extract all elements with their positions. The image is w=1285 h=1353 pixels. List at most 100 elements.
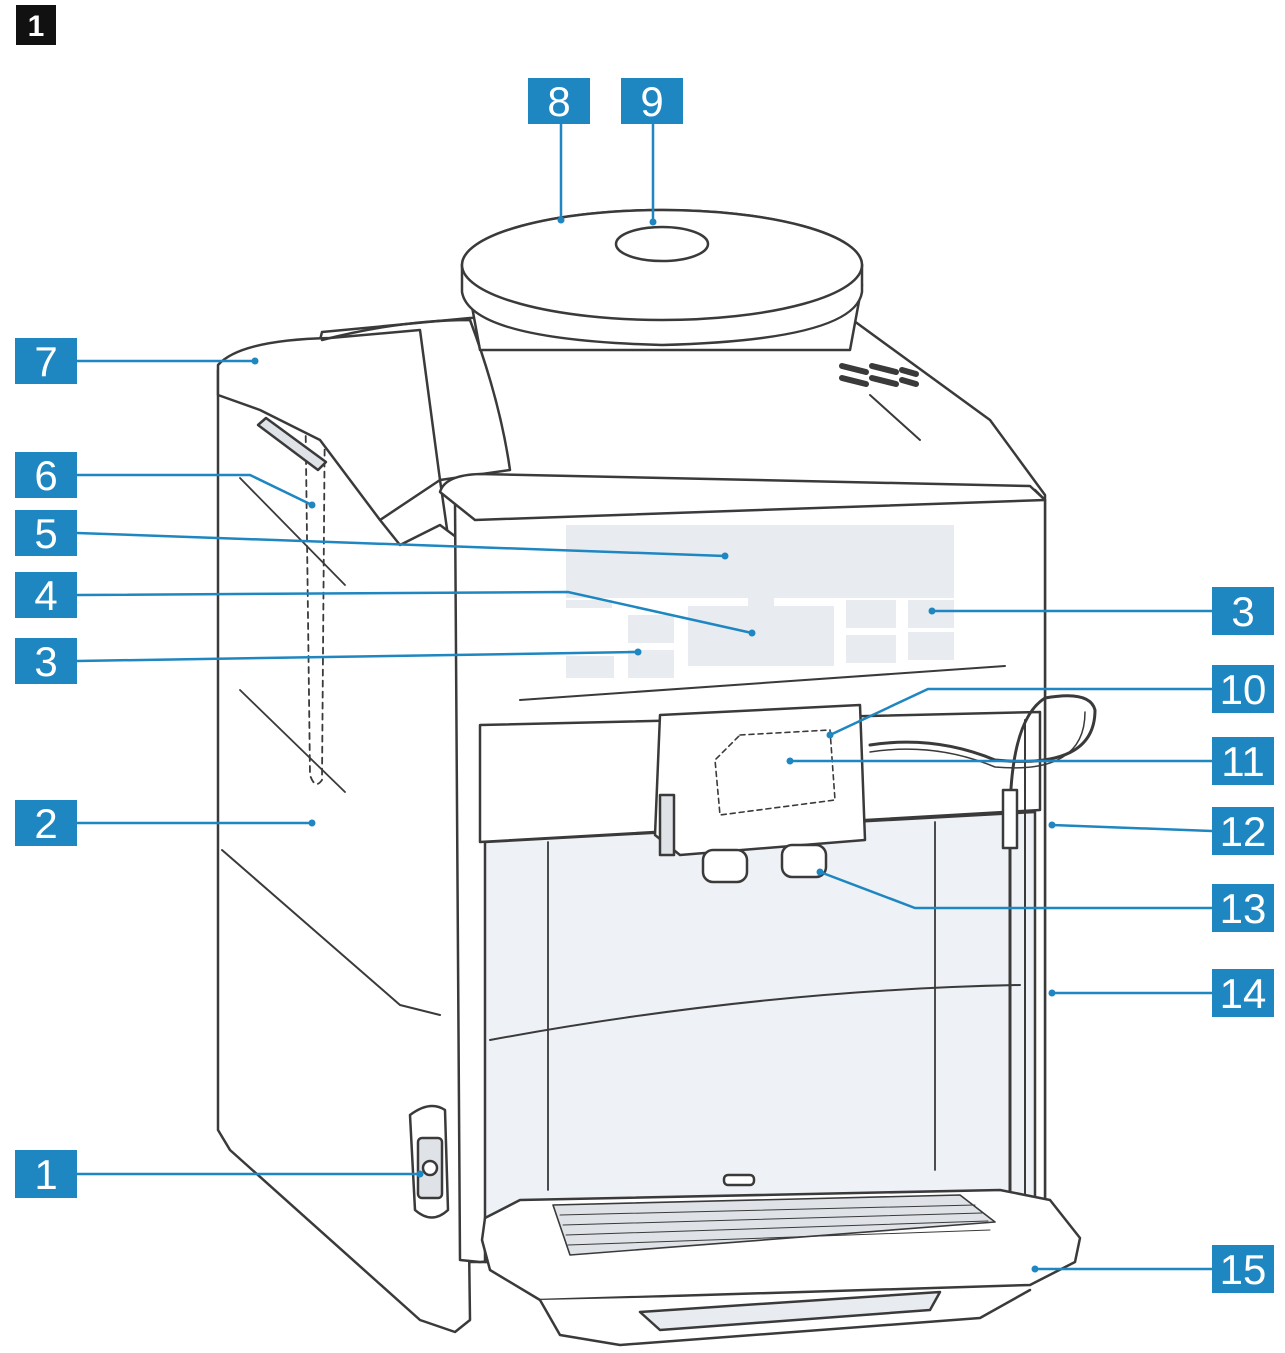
callout-c9: 9 <box>621 78 683 125</box>
bean-container-lid-top <box>460 208 864 322</box>
spout-right <box>780 843 828 879</box>
leader-dot-c2 <box>308 819 316 827</box>
figure-number: 1 <box>28 10 45 43</box>
water-tank-mark-bottom <box>239 689 346 793</box>
leader-line-c12 <box>1051 823 1213 833</box>
callout-box-c1 <box>15 1150 77 1198</box>
callout-c12: 12 <box>1212 807 1274 855</box>
shoulder-curve <box>320 318 512 482</box>
drip-tray-handle <box>638 1290 942 1332</box>
callout-c6: 6 <box>15 452 77 499</box>
callout-c4: 4 <box>15 572 77 619</box>
figure-badge-box <box>16 5 56 45</box>
callout-number-c14: 14 <box>1220 970 1267 1017</box>
milk-pipe <box>868 694 1097 1217</box>
drip-tray-grid-lines <box>559 1204 991 1246</box>
callout-number-c10: 10 <box>1220 666 1267 713</box>
callout-c15: 15 <box>1212 1245 1274 1293</box>
callout-number-c1: 1 <box>34 1151 57 1198</box>
figure-badge: 1 <box>16 5 56 45</box>
leader-line-c3a <box>76 650 639 663</box>
callout-c13: 13 <box>1212 884 1274 932</box>
leader-dot-c14 <box>1048 989 1056 997</box>
callout-number-c6: 6 <box>34 452 57 499</box>
leader-dot-c8 <box>557 216 565 224</box>
display-divider <box>519 665 1006 701</box>
callout-box-c13 <box>1212 884 1274 932</box>
leader-dot-c15 <box>1031 1265 1039 1273</box>
callout-box-c5 <box>15 510 77 556</box>
leader-dot-c12 <box>1048 821 1056 829</box>
callout-box-c9 <box>621 78 683 124</box>
callout-number-c13: 13 <box>1220 885 1267 932</box>
leader-dot-c3a <box>634 648 642 656</box>
power-switch-symbol <box>421 1159 439 1177</box>
callout-c1: 1 <box>15 1150 77 1198</box>
leader-dot-c4 <box>748 629 756 637</box>
callout-box-c14 <box>1212 969 1274 1017</box>
leader-line-c6 <box>77 473 313 507</box>
callout-number-c4: 4 <box>34 572 57 619</box>
leader-dot-c3b <box>928 607 936 615</box>
leader-dot-c9 <box>649 218 657 226</box>
callout-number-c5: 5 <box>34 510 57 557</box>
display-screen <box>566 525 954 598</box>
callout-number-c8: 8 <box>547 78 570 125</box>
callout-c14: 14 <box>1212 969 1274 1017</box>
drip-tray-float <box>722 1173 756 1187</box>
callout-box-c7 <box>15 338 77 384</box>
outlet-grip <box>658 793 676 857</box>
leader-line-c10 <box>829 687 1212 737</box>
aroma-seal-lid <box>614 225 710 263</box>
callout-box-c3a <box>15 638 77 684</box>
milk-pipe-clip <box>1001 788 1019 850</box>
water-tank-lid <box>216 328 442 522</box>
callout-box-c2 <box>15 800 77 846</box>
leader-line-c4 <box>76 590 753 635</box>
leader-line-c5 <box>76 531 726 558</box>
leader-dot-c1 <box>416 1170 424 1178</box>
display-centre-window <box>688 606 834 666</box>
leader-lines <box>76 124 1213 1273</box>
leader-dot-c11 <box>786 757 794 765</box>
callout-c2: 2 <box>15 800 77 847</box>
callout-box-c10 <box>1212 665 1274 713</box>
callout-box-c6 <box>15 452 77 498</box>
callout-number-c12: 12 <box>1220 808 1267 855</box>
milk-pipe-inner <box>869 711 1086 769</box>
leader-line-c13 <box>819 870 1212 910</box>
callout-c8: 8 <box>528 78 590 125</box>
callout-box-c3b <box>1212 587 1274 635</box>
callout-box-c15 <box>1212 1245 1274 1293</box>
callout-box-c11 <box>1212 737 1274 785</box>
top-panel-slot <box>869 394 921 441</box>
spout-left <box>701 848 749 884</box>
leader-dot-c10 <box>826 731 834 739</box>
drip-tray-grid <box>552 1194 996 1256</box>
recess-middle-ledge <box>489 984 1021 1041</box>
callout-c10: 10 <box>1212 665 1274 713</box>
leader-dot-c5 <box>721 552 729 560</box>
coffee-outlet-inner <box>714 729 836 816</box>
callout-number-c9: 9 <box>640 78 663 125</box>
callout-number-c15: 15 <box>1220 1246 1267 1293</box>
callout-number-c2: 2 <box>34 800 57 847</box>
callout-box-c12 <box>1212 807 1274 855</box>
front-panel-upper-lip <box>438 472 1047 522</box>
callout-box-c4 <box>15 572 77 618</box>
top-vents <box>839 363 919 387</box>
leader-dot-c7 <box>251 357 259 365</box>
callout-box-c8 <box>528 78 590 124</box>
water-tank-mark-top <box>239 477 346 586</box>
callout-c5: 5 <box>15 510 77 557</box>
callout-number-c11: 11 <box>1221 738 1265 785</box>
leader-dot-c6 <box>308 501 316 509</box>
recess-inner-back <box>547 821 936 1191</box>
callout-number-c3a: 3 <box>34 638 57 685</box>
callout-c3b: 3 <box>1212 587 1274 635</box>
callout-c7: 7 <box>15 338 77 385</box>
callout-c11: 11 <box>1212 737 1274 785</box>
